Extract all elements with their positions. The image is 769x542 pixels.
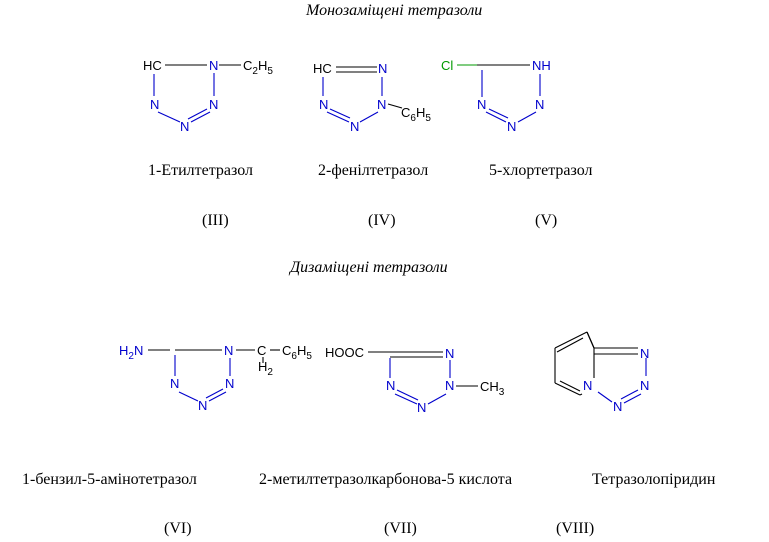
atom-c: C [257,343,266,358]
atom-ch3: CH3 [480,379,505,398]
atom-n3: N [378,61,387,76]
atom-n4: N [170,376,179,391]
heading-mono-substituted: Монозаміщені тетразоли [306,2,483,19]
atom-n4: N [150,97,159,112]
structure-viii [554,331,647,404]
atom-hc: HC [143,58,162,73]
atom-n-right: N [640,378,649,393]
atom-n3: N [445,346,454,361]
atom-n2: N [209,97,218,112]
atom-nh: NH [532,58,551,73]
atom-n3: N [198,398,207,413]
atom-n4: N [386,378,395,393]
atom-h2n: H2N [119,343,143,362]
atom-n2: N [377,97,386,112]
structure-v [457,64,541,123]
compound-name-viii: Тетразолопіридин [592,471,716,488]
atom-n4: N [477,97,486,112]
atom-hooc: HOOC [325,345,364,360]
atom-hc: HC [313,61,332,76]
atom-n1: N [350,119,359,134]
compound-numeral-iv: (IV) [368,212,396,229]
compound-numeral-v: (V) [535,212,558,229]
compound-name-vii: 2-метилтетразолкарбонова-5 кислота [259,471,513,488]
atom-c2h5: C2H5 [243,58,273,77]
compound-name-iii: 1-Етилтетразол [148,162,254,179]
atom-h2: H2 [258,359,273,378]
atom-n-bridge: N [583,378,592,393]
compound-numeral-viii: (VIII) [556,520,595,537]
atom-n3: N [180,119,189,134]
atom-n1: N [224,343,233,358]
atom-n-top: N [640,346,649,361]
atom-n2: N [535,97,544,112]
atom-cl: Cl [441,58,453,73]
atom-n2: N [445,378,454,393]
atom-n2: N [225,376,234,391]
structure-iv [322,66,403,123]
structure-vi [148,349,280,402]
compound-name-iv: 2-фенілтетразол [318,162,429,179]
atom-n-bottom: N [613,399,622,414]
atom-n1: N [209,58,218,73]
atom-n1: N [417,400,426,415]
structure-iii [153,64,241,123]
atom-n4: N [319,97,328,112]
atom-n3: N [507,119,516,134]
compound-numeral-vii: (VII) [384,520,417,537]
atom-c6h5: C6H5 [282,343,312,362]
structure-vii [368,351,478,405]
compound-name-v: 5-хлортетразол [489,162,593,179]
compound-name-vi: 1-бензил-5-амінотетразол [22,471,197,488]
atom-c6h5: C6H5 [401,105,431,124]
compound-numeral-vi: (VI) [164,520,192,537]
heading-di-substituted: Дизаміщені тетразоли [290,259,448,276]
compound-numeral-iii: (III) [202,212,229,229]
